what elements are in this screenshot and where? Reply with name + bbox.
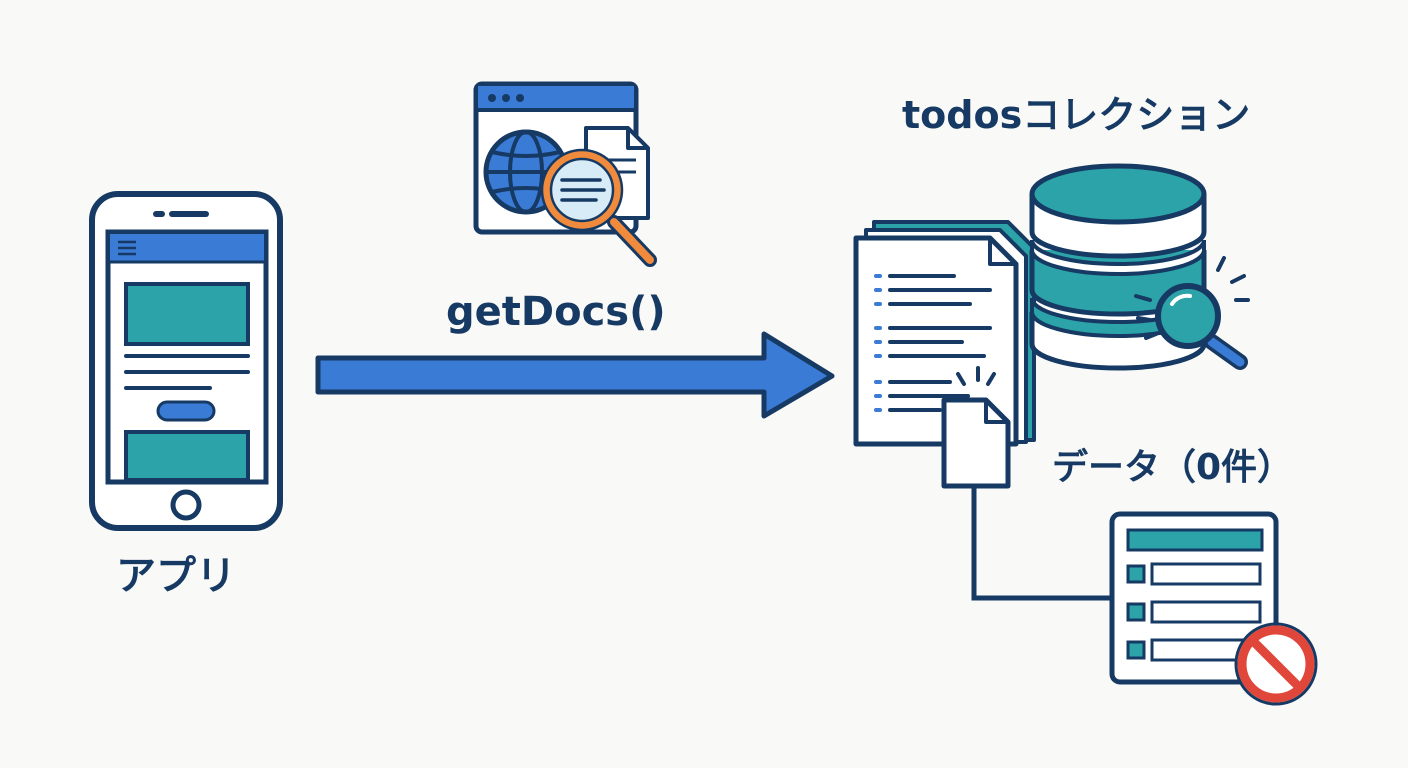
empty-list-icon (1109, 511, 1279, 685)
data-count-label: データ（0件） (1052, 447, 1294, 488)
collection-label: todosコレクション (902, 93, 1251, 137)
web-search-icon (473, 81, 657, 267)
flow-arrow (315, 331, 835, 419)
connector-line (971, 486, 1112, 601)
smartphone-icon (89, 191, 283, 531)
app-label: アプリ (116, 553, 236, 599)
method-label: getDocs() (446, 289, 666, 335)
magnifier-icon (1134, 256, 1250, 370)
document-icon (941, 366, 1011, 489)
documents-icon (853, 220, 1036, 447)
prohibited-icon (1234, 622, 1318, 706)
